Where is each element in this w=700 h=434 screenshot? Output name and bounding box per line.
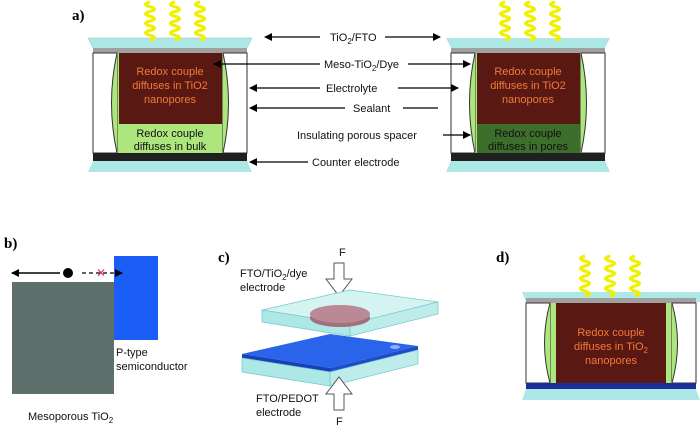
left-bulk-text-2: diffuses in bulk [134, 141, 207, 153]
panel-d-text-2: diffuses in TiO2 [574, 341, 649, 355]
ptype-label-1: P-type [116, 347, 148, 359]
label-meso-dye: Meso-TiO2/Dye [324, 59, 399, 73]
right-fto-layer [451, 48, 605, 53]
mesoporous-tio2-block [12, 282, 114, 394]
label-spacer: Insulating porous spacer [297, 130, 417, 142]
left-bulk-text-1: Redox couple [136, 128, 203, 140]
force-top-label: F [339, 247, 346, 259]
label-tio2-fto: TiO2/FTO [330, 32, 377, 46]
label-counter-electrode: Counter electrode [312, 157, 399, 169]
panel-a-callouts [213, 33, 471, 166]
light-antenna-d-1 [603, 254, 617, 298]
right-pores-text-2: diffuses in pores [488, 141, 568, 153]
right-pore-text-1: Redox couple [494, 66, 561, 78]
label-sealant: Sealant [353, 103, 390, 115]
hole-transfer-diagram: ✕ [11, 266, 123, 280]
light-antenna-a-2 [193, 0, 207, 42]
label-electrolyte: Electrolyte [326, 83, 377, 95]
right-top-glass [446, 38, 610, 48]
left-pore-text-1: Redox couple [136, 66, 203, 78]
panel-d-label: d) [496, 250, 509, 266]
force-bottom-label: F [336, 416, 343, 428]
dye-antennas-panel-a [143, 0, 562, 42]
left-pore-text-2: diffuses in TiO2 [132, 80, 208, 92]
bottom-electrode-label-1: FTO/PEDOT [256, 393, 319, 405]
light-antenna-a-1 [168, 0, 182, 42]
left-counter-electrode [93, 153, 247, 161]
force-arrow-up [324, 376, 354, 411]
left-pore-text-3: nanopores [144, 94, 196, 106]
bottom-electrode-label-2: electrode [256, 407, 301, 419]
left-dye-film [119, 53, 222, 124]
right-pore-text-3: nanopores [502, 94, 554, 106]
panel-d-text-1: Redox couple [577, 327, 644, 339]
left-bottom-glass [88, 161, 252, 172]
right-dye-film [477, 53, 580, 124]
force-arrow-down [324, 262, 354, 297]
top-electrode-label-2: electrode [240, 282, 285, 294]
right-porous-spacer [477, 124, 580, 153]
right-pores-text-1: Redox couple [494, 128, 561, 140]
right-bottom-glass [446, 161, 610, 172]
light-antenna-a-0 [143, 0, 157, 42]
blocked-cross-icon: ✕ [96, 266, 106, 280]
electron-dot [63, 268, 73, 278]
bottom-electrode-plate [241, 334, 419, 387]
panel-d-counter-electrode [526, 383, 696, 389]
dye-antennas-panel-d [578, 254, 642, 298]
right-pore-text-2: diffuses in TiO2 [490, 80, 566, 92]
ptype-label-2: semiconductor [116, 361, 188, 373]
panel-d-solar-cell [522, 292, 700, 400]
mesoporous-label: Mesoporous TiO2 [28, 411, 114, 425]
top-electrode-label-1: FTO/TiO2/dye [240, 268, 307, 282]
left-solar-cell [87, 37, 253, 172]
light-antenna-a-5 [548, 0, 562, 42]
panel-a-label: a) [72, 8, 85, 24]
top-glass-plate [261, 289, 439, 337]
dye-disc [310, 305, 370, 323]
panel-d-text-3: nanopores [585, 355, 637, 367]
light-antenna-a-4 [523, 0, 537, 42]
light-antenna-a-3 [498, 0, 512, 42]
panel-b-label: b) [4, 236, 17, 252]
panel-c-label: c) [218, 250, 230, 266]
light-antenna-d-2 [628, 254, 642, 298]
right-solar-cell [446, 38, 610, 172]
light-antenna-d-0 [578, 254, 592, 298]
right-counter-electrode [451, 153, 605, 161]
left-fto-layer [93, 48, 247, 53]
ptype-semiconductor-block [114, 256, 158, 340]
